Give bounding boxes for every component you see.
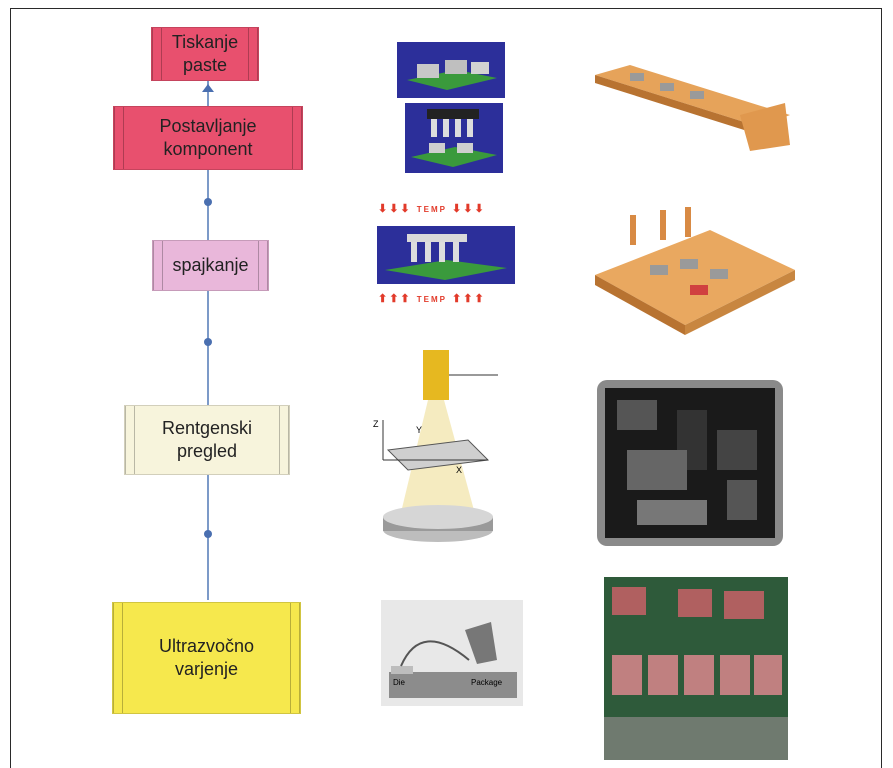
temp-arrows-bottom: ⬆⬆⬆ TEMP ⬆⬆⬆ bbox=[378, 293, 486, 305]
step-label: spajkanje bbox=[172, 254, 249, 275]
flow-node bbox=[204, 338, 212, 346]
temp-arrows-top: ⬇⬇⬇ TEMP ⬇⬇⬇ bbox=[378, 203, 486, 215]
wire-bonding-illustration: Die Package bbox=[381, 600, 523, 706]
soldered-module-illustration bbox=[595, 207, 795, 335]
step-paste-printing: Tiskanje paste bbox=[151, 27, 259, 81]
flow-node bbox=[204, 198, 212, 206]
package-label: Package bbox=[471, 678, 503, 687]
xray-setup-illustration: Z Y X bbox=[373, 350, 498, 542]
temp-label: TEMP bbox=[416, 295, 447, 304]
step-xray-inspection: Rentgenski pregled bbox=[124, 405, 290, 475]
axis-y-label: Y bbox=[416, 425, 422, 435]
step-soldering: spajkanje bbox=[152, 240, 269, 291]
axis-x-label: X bbox=[456, 465, 462, 475]
paste-printing-illustration bbox=[397, 42, 505, 98]
flow-node bbox=[204, 530, 212, 538]
xray-image bbox=[597, 380, 783, 546]
step-label: Tiskanje paste bbox=[171, 31, 239, 75]
temp-label: TEMP bbox=[416, 205, 447, 214]
step-label: Postavljanje komponent bbox=[159, 115, 257, 159]
reflow-soldering-illustration bbox=[377, 226, 515, 284]
bonded-board-photo bbox=[604, 577, 788, 760]
step-label: Rentgenski pregled bbox=[161, 417, 253, 461]
step-ultrasonic-welding: Ultrazvočno varjenje bbox=[112, 602, 301, 714]
die-label: Die bbox=[393, 678, 406, 687]
step-label: Ultrazvočno varjenje bbox=[158, 635, 255, 679]
component-placement-illustration bbox=[405, 103, 503, 173]
step-component-placement: Postavljanje komponent bbox=[113, 106, 303, 170]
copper-leadframe-illustration bbox=[595, 65, 790, 151]
arrow-head-icon bbox=[202, 84, 214, 92]
axis-z-label: Z bbox=[373, 419, 379, 429]
